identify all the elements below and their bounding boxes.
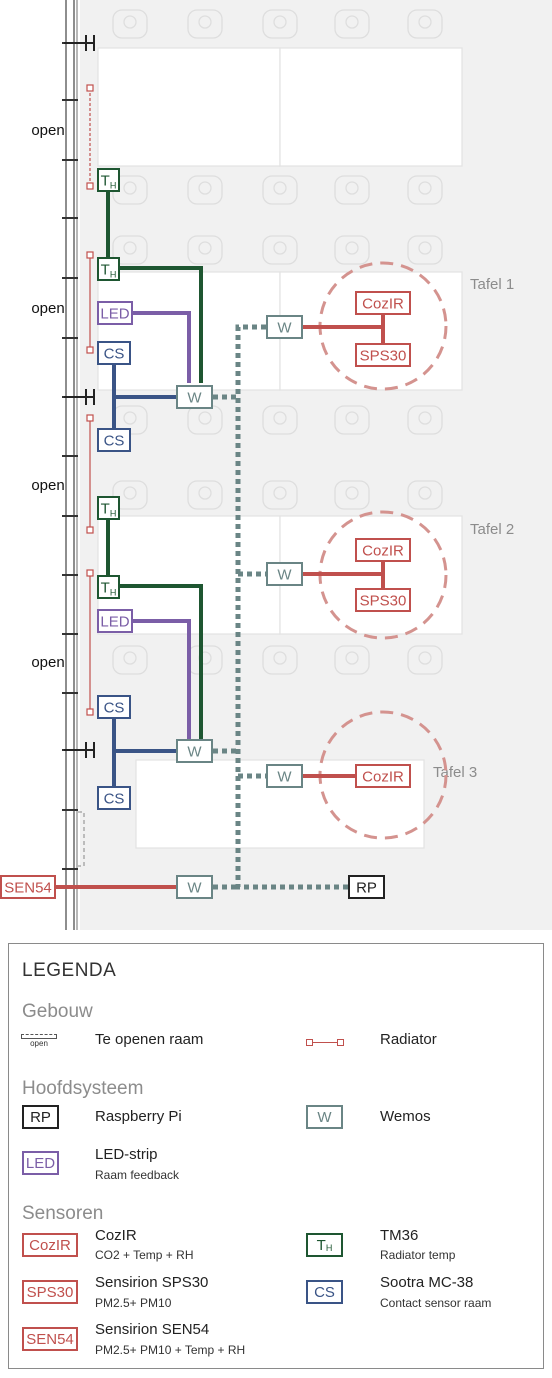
chair-outlines <box>112 9 443 675</box>
legend-sen54-sub: PM2.5+ PM10 + Temp + RH <box>95 1343 246 1357</box>
section-sensoren: Sensoren <box>22 1203 104 1224</box>
led-node-label: LED <box>100 306 129 323</box>
cs-wires <box>112 365 176 786</box>
w-node-label: W <box>277 769 292 786</box>
legend-led-sub: Raam feedback <box>95 1168 180 1182</box>
legend-led-box: LED <box>22 1151 59 1175</box>
legend-window-label: Te openen raam <box>95 1031 204 1048</box>
wall <box>65 0 78 930</box>
cs-node-label: CS <box>104 791 125 808</box>
legend-cs-label: Sootra MC-38 <box>380 1274 474 1291</box>
led-node-label: LED <box>100 614 129 631</box>
cs-node-label: CS <box>104 346 125 363</box>
legend-radiator-label: Radiator <box>380 1031 437 1048</box>
w-node: W <box>266 562 303 586</box>
table-label-2: Tafel 2 <box>470 521 514 538</box>
cozir-node-label: CozIR <box>362 769 404 786</box>
th-node-label: TH <box>101 262 117 280</box>
w-node-label: W <box>187 744 202 761</box>
wall-ticks <box>62 42 78 870</box>
legend-tm36-sub: Radiator temp <box>380 1248 456 1262</box>
legend-title: LEGENDA <box>22 960 117 981</box>
w-node-label: W <box>277 320 292 337</box>
floorplan-diagram: open open open open Tafel 1 Tafel 2 Tafe… <box>0 0 552 930</box>
cs-node: CS <box>97 428 131 452</box>
th-node: TH <box>97 496 120 520</box>
sps30-node-label: SPS30 <box>360 593 407 610</box>
cozir-node: CozIR <box>355 764 411 788</box>
section-hoofdsysteem: Hoofdsysteem <box>22 1078 144 1099</box>
legend-rp-label: Raspberry Pi <box>95 1108 182 1125</box>
window-end-markers <box>64 35 95 758</box>
sps30-node-label: SPS30 <box>360 348 407 365</box>
radiators <box>86 84 94 716</box>
open-label-2: open <box>31 300 64 317</box>
tm36-wires <box>106 191 203 739</box>
th-node-label: TH <box>101 173 117 191</box>
th-node: TH <box>97 575 120 599</box>
cs-node-label: CS <box>104 433 125 450</box>
led-node: LED <box>97 301 133 325</box>
sps30-node: SPS30 <box>355 343 411 367</box>
table-label-1: Tafel 1 <box>470 276 514 293</box>
w-node: W <box>266 764 303 788</box>
radiator-icon <box>306 1039 344 1047</box>
cs-node-label: CS <box>104 700 125 717</box>
sen54-node-label: SEN54 <box>4 880 52 897</box>
legend-rp-box: RP <box>22 1105 59 1129</box>
w-node: W <box>176 385 213 409</box>
legend-cozir-label: CozIR <box>95 1227 137 1244</box>
led-wires <box>133 311 191 739</box>
cs-node: CS <box>97 341 131 365</box>
th-node: TH <box>97 257 120 281</box>
rp-node-label: RP <box>356 880 377 897</box>
legend-sps30-box: SPS30 <box>22 1280 78 1304</box>
sen54-node: SEN54 <box>0 875 56 899</box>
legend-sps30-label: Sensirion SPS30 <box>95 1274 209 1291</box>
w-node: W <box>176 739 213 763</box>
table-label-3: Tafel 3 <box>433 764 477 781</box>
cozir-node-label: CozIR <box>362 543 404 560</box>
legend-sen54-box: SEN54 <box>22 1327 78 1351</box>
window-icon: open <box>21 1032 57 1048</box>
open-window-4 <box>78 811 85 867</box>
legend-cs-box: CS <box>306 1280 343 1304</box>
section-gebouw: Gebouw <box>22 1001 93 1022</box>
rp-node: RP <box>348 875 385 899</box>
legend-cs-sub: Contact sensor raam <box>380 1296 492 1310</box>
open-label-1: open <box>31 122 64 139</box>
nodes: THTHLEDCSWCSWCozIRSPS30THTHLEDWCozIRSPS3… <box>0 168 411 899</box>
legend-cozir-sub: CO2 + Temp + RH <box>95 1248 194 1262</box>
legend-sps30-sub: PM2.5+ PM10 <box>95 1296 172 1310</box>
cozir-node-label: CozIR <box>362 296 404 313</box>
led-node: LED <box>97 609 133 633</box>
cs-node: CS <box>97 695 131 719</box>
legend-cozir-box: CozIR <box>22 1233 78 1257</box>
legend-tm36-label: TM36 <box>380 1227 419 1244</box>
legend-sen54-label: Sensirion SEN54 <box>95 1321 210 1338</box>
w-node-label: W <box>187 390 202 407</box>
cs-node: CS <box>97 786 131 810</box>
open-label-4: open <box>31 654 64 671</box>
th-node: TH <box>97 168 120 192</box>
w-node: W <box>176 875 213 899</box>
th-node-label: TH <box>101 580 117 598</box>
legend-wemos-box: W <box>306 1105 343 1129</box>
sps30-node: SPS30 <box>355 588 411 612</box>
open-label-3: open <box>31 477 64 494</box>
w-node: W <box>266 315 303 339</box>
wemos-bus <box>213 324 348 890</box>
legend-led-label: LED-strip <box>95 1146 158 1163</box>
legend-wemos-label: Wemos <box>380 1108 431 1125</box>
red-wires <box>56 315 385 889</box>
legend: LEGENDA Gebouw open Te openen raam Radia… <box>8 943 544 1369</box>
cozir-node: CozIR <box>355 538 411 562</box>
th-node-label: TH <box>101 501 117 519</box>
cozir-node: CozIR <box>355 291 411 315</box>
w-node-label: W <box>187 880 202 897</box>
w-node-label: W <box>277 567 292 584</box>
